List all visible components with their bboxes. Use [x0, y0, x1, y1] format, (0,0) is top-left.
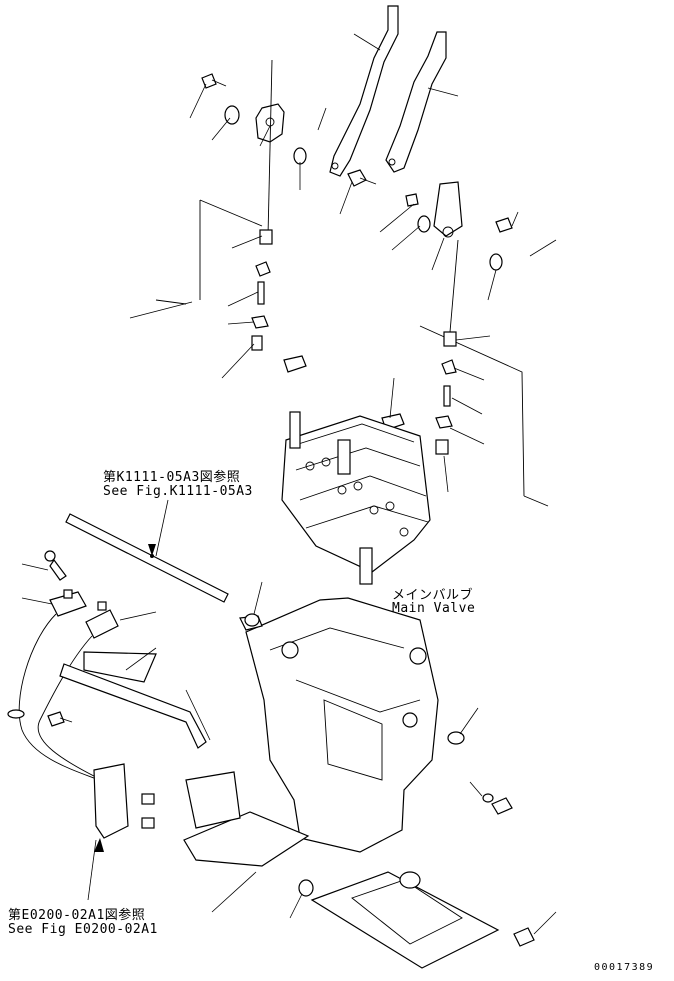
ref-k1111-en-label: See Fig.K1111-05A3: [103, 484, 253, 499]
right-side-parts: [244, 613, 535, 947]
left-collar: [293, 147, 307, 165]
ref-e0200-en-label: See Fig E0200-02A1: [8, 922, 158, 937]
limit-switch-left: [49, 589, 87, 617]
main-valve-en-label: Main Valve: [392, 601, 476, 616]
reference-arrow-upper: [148, 544, 156, 556]
right-pivot-bracket: [433, 181, 463, 238]
main-valve-block: [281, 411, 431, 585]
leader-lines: [21, 33, 557, 935]
valve-support-frame: [239, 597, 439, 853]
ref-e0200-jp-label: 第E0200-02A1図参照: [8, 908, 146, 923]
drawing-number: 00017389: [594, 962, 655, 973]
right-control-lever: [385, 31, 447, 173]
right-bolt: [405, 193, 513, 233]
center-bolt: [347, 169, 377, 187]
left-linkage-rod: [155, 59, 307, 373]
right-bushing: [417, 215, 503, 271]
left-pivot-bracket: [255, 103, 285, 143]
harness-bracket: [93, 763, 155, 839]
switch-mounting-bracket: [59, 651, 207, 749]
cross-shaft: [65, 513, 229, 603]
left-control-lever: [329, 5, 399, 177]
small-bolt: [47, 711, 73, 727]
ref-k1111-jp-label: 第K1111-05A3図参照: [103, 470, 241, 485]
left-bolt: [201, 73, 227, 89]
reference-arrow-lower: [94, 838, 104, 852]
main-valve-jp-label: メインバルブ: [392, 588, 474, 603]
eye-terminal: [44, 550, 67, 581]
wire-harness: [7, 613, 111, 785]
limit-switch-right: [85, 601, 119, 639]
base-plate: [183, 771, 500, 969]
